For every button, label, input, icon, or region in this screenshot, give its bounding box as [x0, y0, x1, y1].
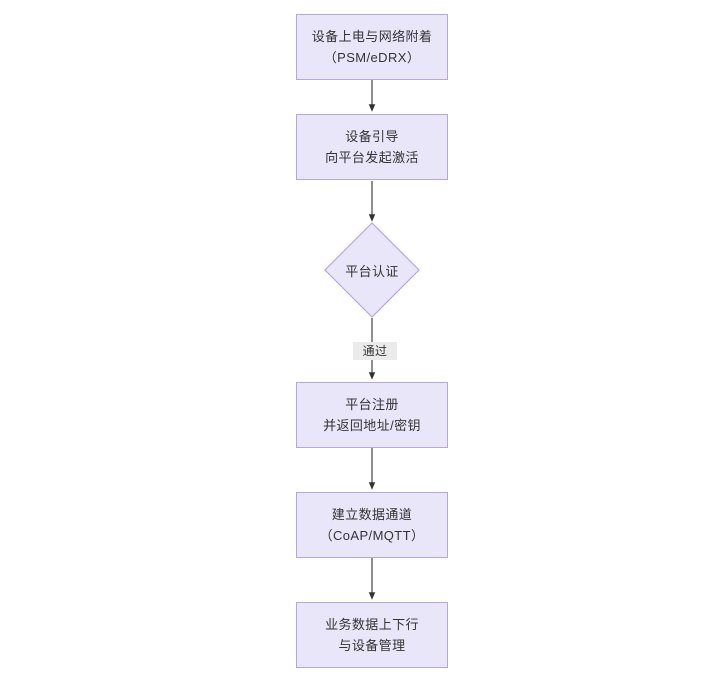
edge-label-pass: 通过 — [353, 342, 397, 360]
node-device-power-on[interactable]: 设备上电与网络附着 （PSM/eDRX） — [296, 14, 448, 80]
node-label-line1: 平台认证 — [345, 263, 399, 279]
node-label-line1: 业务数据上下行 — [325, 617, 419, 632]
node-label-line1: 建立数据通道 — [331, 507, 413, 522]
node-label-line1: 平台注册 — [345, 397, 399, 412]
node-label-line2: （CoAP/MQTT） — [319, 528, 425, 543]
node-label-line1: 设备引导 — [345, 129, 399, 144]
node-label-line2: 并返回地址/密钥 — [323, 418, 421, 433]
node-label-line2: 向平台发起激活 — [325, 150, 419, 165]
node-device-bootstrap[interactable]: 设备引导 向平台发起激活 — [296, 114, 448, 180]
node-label-line1: 设备上电与网络附着 — [311, 29, 433, 44]
node-label-line2: 与设备管理 — [338, 638, 406, 653]
node-establish-data-channel[interactable]: 建立数据通道 （CoAP/MQTT） — [296, 492, 448, 558]
node-business-data-and-management[interactable]: 业务数据上下行 与设备管理 — [296, 602, 448, 668]
diamond-shape — [324, 222, 420, 318]
node-platform-register[interactable]: 平台注册 并返回地址/密钥 — [296, 382, 448, 448]
node-platform-auth[interactable]: 平台认证 — [324, 222, 420, 318]
node-label-line2: （PSM/eDRX） — [323, 50, 421, 65]
